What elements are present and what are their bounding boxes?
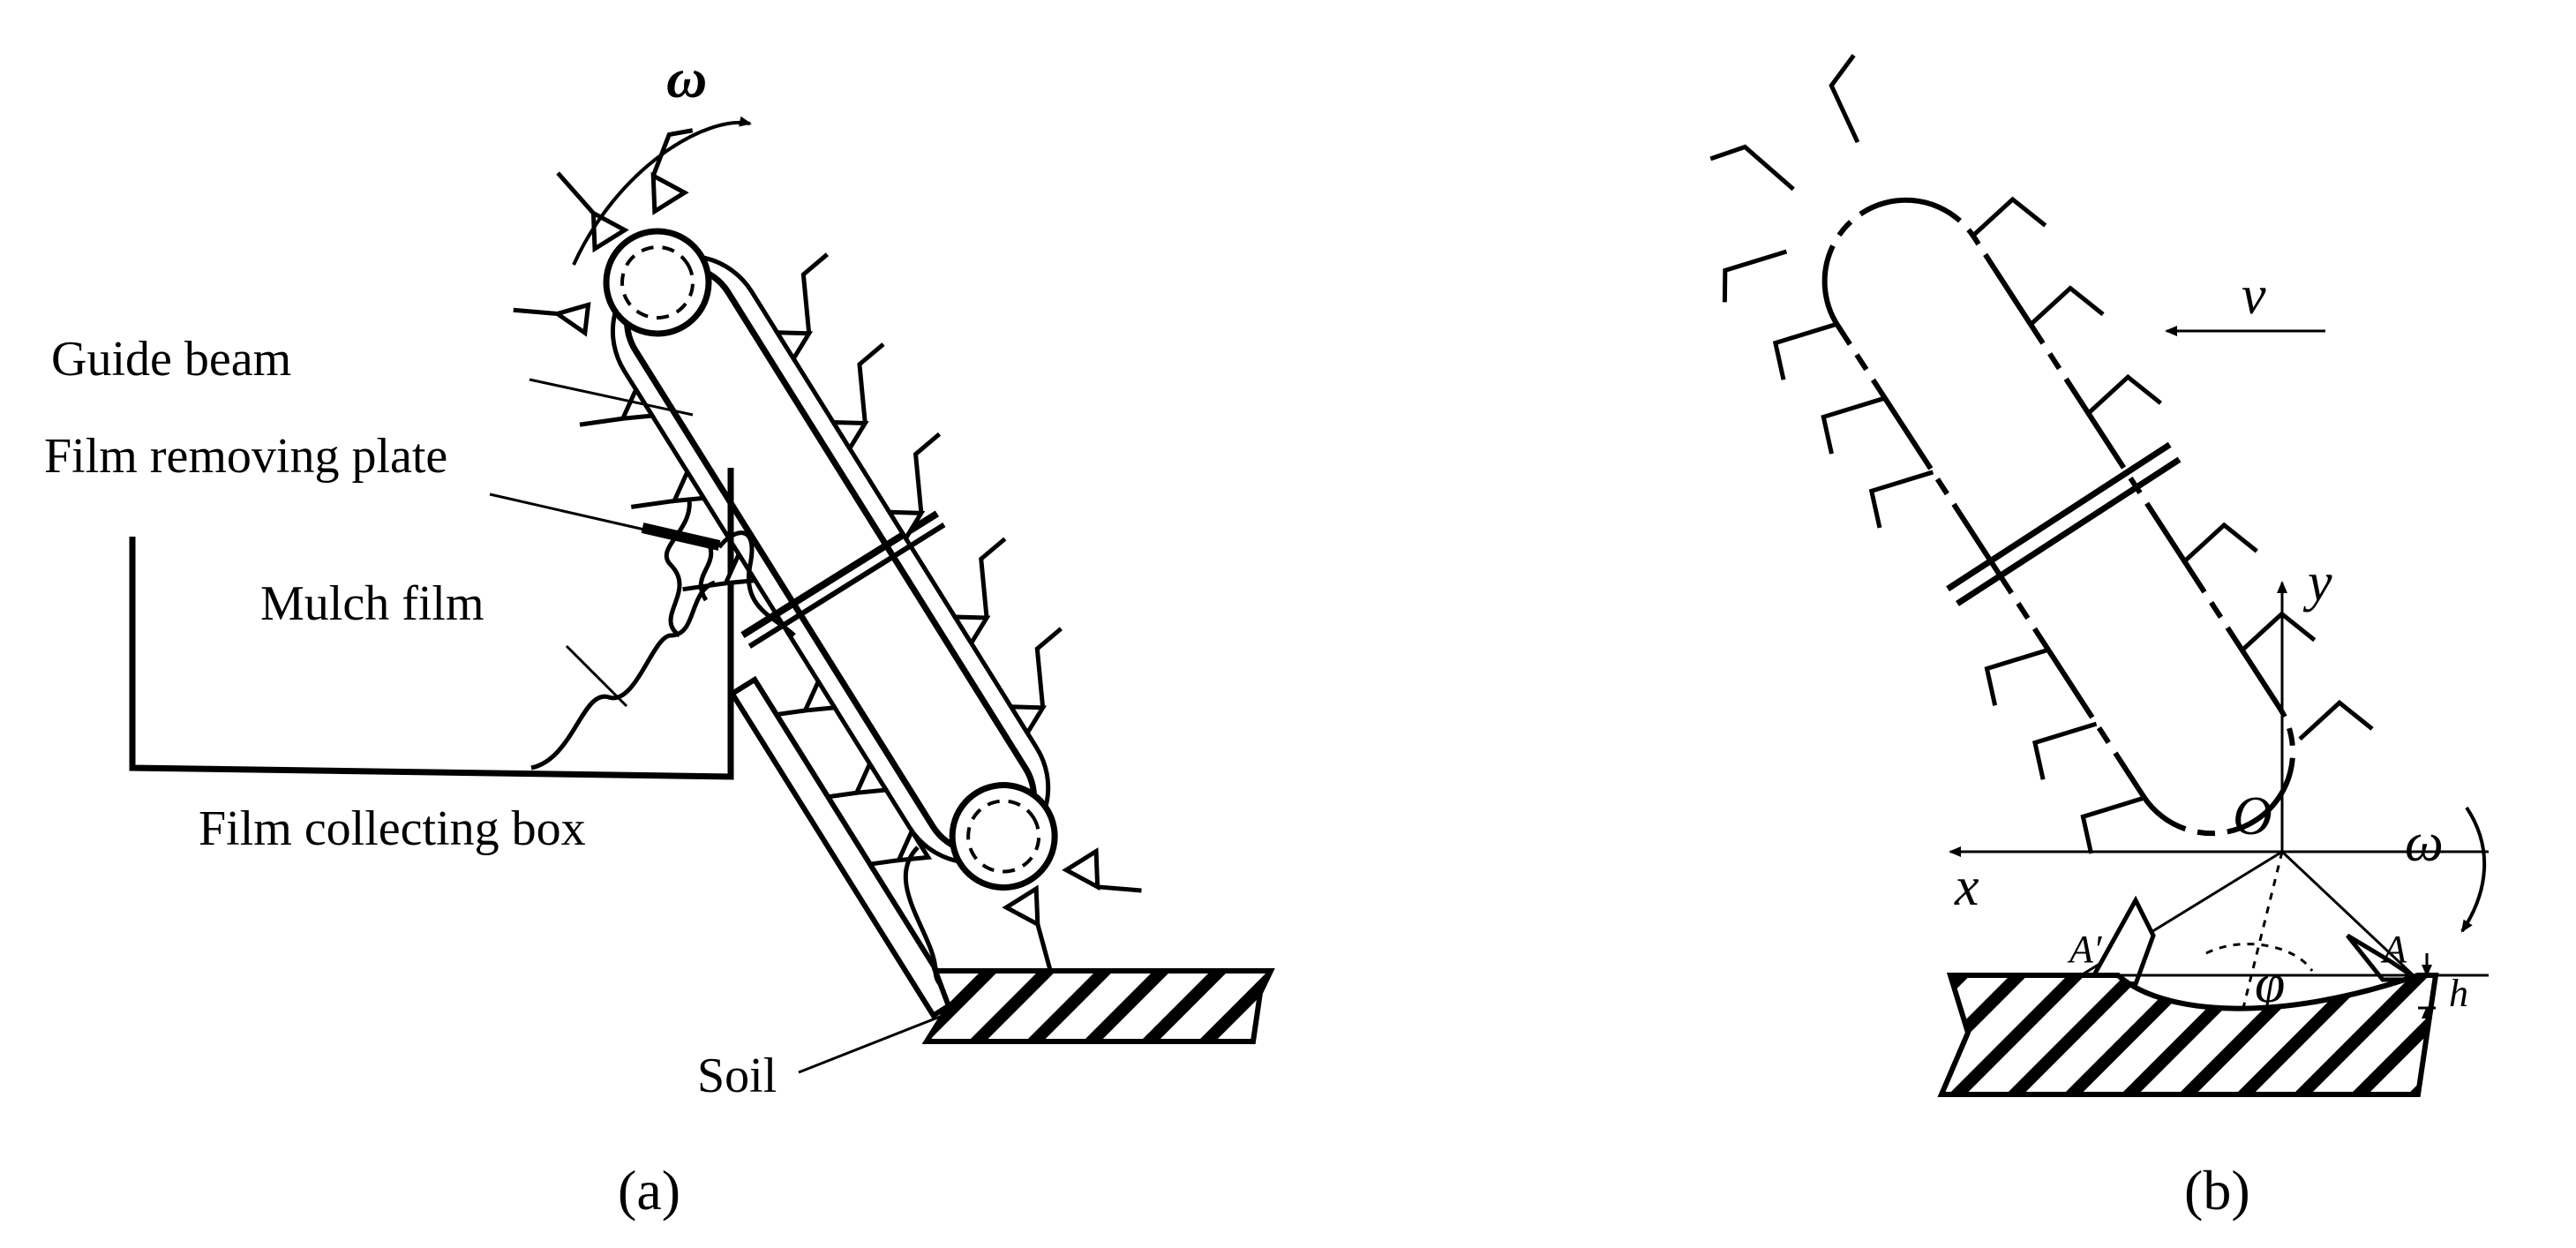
- soil-a: [921, 968, 1275, 1044]
- symbol-a: A: [2380, 928, 2407, 971]
- label-guide-beam: Guide beam: [51, 332, 291, 387]
- symbol-omega-b: ω: [2405, 813, 2444, 873]
- panel-a: ω Guide beam Film removing plate Mulch f…: [44, 47, 1275, 1222]
- label-film-removing-plate: Film removing plate: [44, 429, 447, 484]
- film-collecting-box: [129, 468, 734, 780]
- panel-b: v ω y x O A A′ φ h (b): [1709, 54, 2489, 1222]
- rotation-arrow-a: [572, 116, 752, 266]
- conveyor-assembly: [513, 128, 1142, 970]
- label-mulch-film: Mulch film: [260, 576, 484, 631]
- bottom-roller: [949, 782, 1058, 891]
- caption-a: (a): [618, 1159, 680, 1222]
- symbol-v: v: [2242, 266, 2266, 326]
- label-soil: Soil: [697, 1049, 777, 1103]
- symbol-h: h: [2449, 972, 2468, 1015]
- tines-right: [773, 252, 1063, 738]
- symbol-x: x: [1954, 857, 1979, 917]
- soil-b: [1937, 973, 2439, 1097]
- caption-b: (b): [2184, 1159, 2250, 1222]
- rotation-arrow-b: [2460, 806, 2487, 933]
- label-film-collecting-box: Film collecting box: [199, 801, 586, 856]
- symbol-a-prime: A′: [2067, 928, 2103, 971]
- symbol-origin: O: [2233, 786, 2272, 846]
- beam-body-b: [1709, 54, 2374, 854]
- omega-a: ω: [666, 47, 707, 109]
- symbol-y: y: [2302, 553, 2332, 613]
- symbol-phi: φ: [2255, 954, 2285, 1014]
- tines-left: [579, 385, 933, 868]
